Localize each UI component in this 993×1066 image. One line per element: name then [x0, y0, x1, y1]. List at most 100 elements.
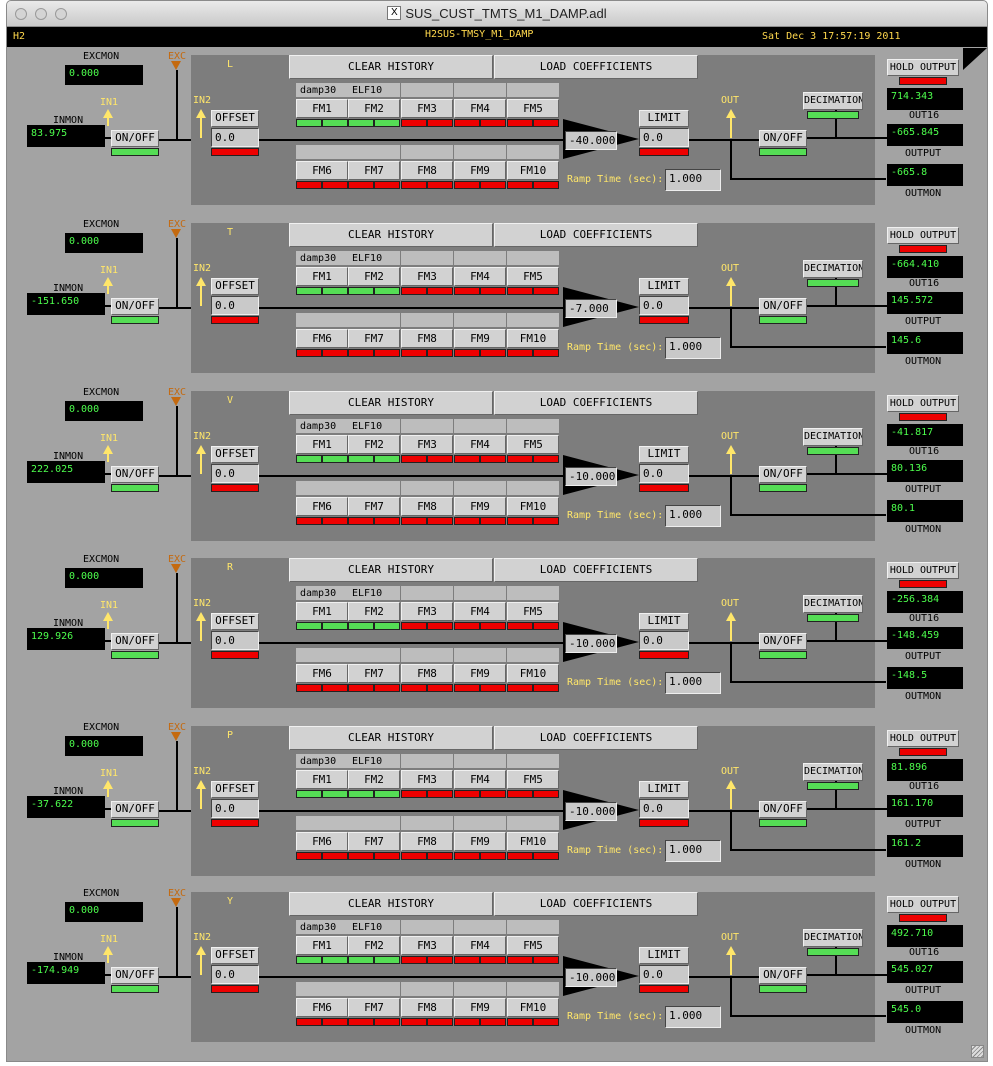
offset-button[interactable]: OFFSET — [211, 947, 259, 964]
fm5-button[interactable]: FM5 — [507, 936, 559, 955]
offset-input[interactable]: 0.0 — [211, 799, 259, 818]
fm1-button[interactable]: FM1 — [296, 936, 348, 955]
offset-button[interactable]: OFFSET — [211, 781, 259, 798]
limit-button[interactable]: LIMIT — [639, 446, 689, 463]
fm3-button[interactable]: FM3 — [401, 435, 453, 454]
fm7-button[interactable]: FM7 — [348, 998, 400, 1017]
decimation-button[interactable]: DECIMATION — [803, 260, 863, 278]
clear-history-button[interactable]: CLEAR HISTORY — [289, 55, 493, 79]
offset-input[interactable]: 0.0 — [211, 296, 259, 315]
fm3-button[interactable]: FM3 — [401, 602, 453, 621]
fm10-button[interactable]: FM10 — [507, 664, 559, 683]
fm3-button[interactable]: FM3 — [401, 936, 453, 955]
fm10-button[interactable]: FM10 — [507, 998, 559, 1017]
fm5-button[interactable]: FM5 — [507, 99, 559, 118]
fm8-button[interactable]: FM8 — [401, 497, 453, 516]
offset-input[interactable]: 0.0 — [211, 631, 259, 650]
fm10-button[interactable]: FM10 — [507, 497, 559, 516]
output-on-off-button[interactable]: ON/OFF — [759, 298, 807, 315]
fm3-button[interactable]: FM3 — [401, 99, 453, 118]
clear-history-button[interactable]: CLEAR HISTORY — [289, 391, 493, 415]
load-coefficients-button[interactable]: LOAD COEFFICIENTS — [494, 892, 698, 916]
fm7-button[interactable]: FM7 — [348, 664, 400, 683]
input-on-off-button[interactable]: ON/OFF — [111, 801, 159, 818]
hold-output-button[interactable]: HOLD OUTPUT — [887, 395, 959, 412]
zoom-window-button[interactable] — [55, 8, 67, 20]
clear-history-button[interactable]: CLEAR HISTORY — [289, 726, 493, 750]
fm8-button[interactable]: FM8 — [401, 329, 453, 348]
fm4-button[interactable]: FM4 — [454, 99, 506, 118]
fm7-button[interactable]: FM7 — [348, 832, 400, 851]
ramp-time-input[interactable]: 1.000 — [665, 672, 721, 694]
limit-input[interactable]: 0.0 — [639, 464, 689, 483]
limit-input[interactable]: 0.0 — [639, 128, 689, 147]
decimation-button[interactable]: DECIMATION — [803, 428, 863, 446]
gain-input[interactable]: -10.000 — [565, 634, 617, 653]
fm5-button[interactable]: FM5 — [507, 267, 559, 286]
fm4-button[interactable]: FM4 — [454, 267, 506, 286]
fm10-button[interactable]: FM10 — [507, 329, 559, 348]
fm4-button[interactable]: FM4 — [454, 936, 506, 955]
fm6-button[interactable]: FM6 — [296, 998, 348, 1017]
gain-input[interactable]: -10.000 — [565, 802, 617, 821]
hold-output-button[interactable]: HOLD OUTPUT — [887, 227, 959, 244]
fm4-button[interactable]: FM4 — [454, 602, 506, 621]
offset-button[interactable]: OFFSET — [211, 278, 259, 295]
output-on-off-button[interactable]: ON/OFF — [759, 466, 807, 483]
fm3-button[interactable]: FM3 — [401, 267, 453, 286]
fm5-button[interactable]: FM5 — [507, 435, 559, 454]
limit-input[interactable]: 0.0 — [639, 631, 689, 650]
clear-history-button[interactable]: CLEAR HISTORY — [289, 892, 493, 916]
fm5-button[interactable]: FM5 — [507, 770, 559, 789]
output-on-off-button[interactable]: ON/OFF — [759, 967, 807, 984]
limit-button[interactable]: LIMIT — [639, 613, 689, 630]
ramp-time-input[interactable]: 1.000 — [665, 1006, 721, 1028]
fm9-button[interactable]: FM9 — [454, 329, 506, 348]
gain-input[interactable]: -10.000 — [565, 467, 617, 486]
limit-button[interactable]: LIMIT — [639, 110, 689, 127]
fm10-button[interactable]: FM10 — [507, 832, 559, 851]
fm1-button[interactable]: FM1 — [296, 770, 348, 789]
fm6-button[interactable]: FM6 — [296, 832, 348, 851]
fm9-button[interactable]: FM9 — [454, 664, 506, 683]
fm6-button[interactable]: FM6 — [296, 664, 348, 683]
fm6-button[interactable]: FM6 — [296, 329, 348, 348]
input-on-off-button[interactable]: ON/OFF — [111, 967, 159, 984]
offset-button[interactable]: OFFSET — [211, 110, 259, 127]
load-coefficients-button[interactable]: LOAD COEFFICIENTS — [494, 558, 698, 582]
fm1-button[interactable]: FM1 — [296, 602, 348, 621]
fm10-button[interactable]: FM10 — [507, 161, 559, 180]
output-on-off-button[interactable]: ON/OFF — [759, 801, 807, 818]
hold-output-button[interactable]: HOLD OUTPUT — [887, 562, 959, 579]
ramp-time-input[interactable]: 1.000 — [665, 505, 721, 527]
hold-output-button[interactable]: HOLD OUTPUT — [887, 59, 959, 76]
limit-button[interactable]: LIMIT — [639, 947, 689, 964]
input-on-off-button[interactable]: ON/OFF — [111, 633, 159, 650]
minimize-window-button[interactable] — [35, 8, 47, 20]
decimation-button[interactable]: DECIMATION — [803, 763, 863, 781]
limit-input[interactable]: 0.0 — [639, 296, 689, 315]
gain-input[interactable]: -7.000 — [565, 299, 617, 318]
fm4-button[interactable]: FM4 — [454, 435, 506, 454]
decimation-button[interactable]: DECIMATION — [803, 929, 863, 947]
load-coefficients-button[interactable]: LOAD COEFFICIENTS — [494, 223, 698, 247]
fm8-button[interactable]: FM8 — [401, 998, 453, 1017]
gain-input[interactable]: -10.000 — [565, 968, 617, 987]
fm2-button[interactable]: FM2 — [348, 936, 400, 955]
fm9-button[interactable]: FM9 — [454, 832, 506, 851]
fm6-button[interactable]: FM6 — [296, 161, 348, 180]
fm2-button[interactable]: FM2 — [348, 99, 400, 118]
offset-button[interactable]: OFFSET — [211, 446, 259, 463]
ramp-time-input[interactable]: 1.000 — [665, 337, 721, 359]
ramp-time-input[interactable]: 1.000 — [665, 840, 721, 862]
fm9-button[interactable]: FM9 — [454, 998, 506, 1017]
limit-input[interactable]: 0.0 — [639, 965, 689, 984]
input-on-off-button[interactable]: ON/OFF — [111, 466, 159, 483]
fm8-button[interactable]: FM8 — [401, 664, 453, 683]
fm9-button[interactable]: FM9 — [454, 497, 506, 516]
fm2-button[interactable]: FM2 — [348, 435, 400, 454]
fm5-button[interactable]: FM5 — [507, 602, 559, 621]
limit-button[interactable]: LIMIT — [639, 278, 689, 295]
limit-button[interactable]: LIMIT — [639, 781, 689, 798]
fm1-button[interactable]: FM1 — [296, 435, 348, 454]
